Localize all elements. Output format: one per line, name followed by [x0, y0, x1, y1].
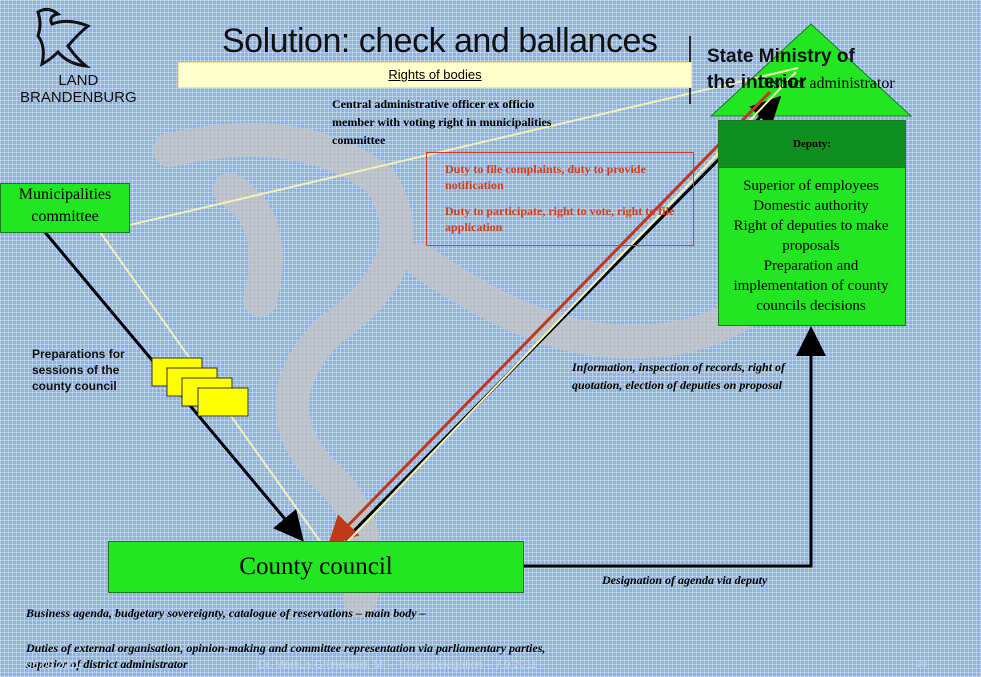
arrow-council-to-administrator: [343, 95, 782, 542]
page-number: 10: [916, 659, 928, 670]
arrow-designation: [522, 326, 826, 568]
bottom-note-2: Duties of external organisation, opinion…: [26, 641, 546, 671]
duty-item: Superior of employees: [743, 178, 879, 194]
logo-wordmark: LAND BRANDENBURG: [20, 72, 137, 106]
duty-item: Preparation and implementation of county…: [733, 258, 889, 314]
background-watermark: [153, 123, 777, 617]
county-council-box: County council: [108, 541, 524, 593]
logo-line-land: LAND: [58, 72, 99, 89]
central-officer-text: Central administrative officer ex offici…: [332, 97, 552, 147]
rights-of-bodies-bar: Rights of bodies: [178, 62, 692, 88]
municipalities-committee-box: Municipalities committee: [0, 183, 130, 233]
eagle-icon: [36, 7, 91, 69]
information-label: Information, inspection of records, righ…: [572, 360, 786, 392]
footer-date: 08.09.2011: [26, 659, 81, 671]
bottom-note-1: Business agenda, budgetary sovereignty, …: [26, 606, 426, 620]
footer-text: Dr. Markus Grünewald, MI – Taiwandelegat…: [258, 659, 544, 671]
designation-label: Designation of agenda via deputy: [602, 573, 768, 587]
page-title: Solution: check and ballances: [222, 22, 658, 60]
district-administrator-label: District administrator: [757, 75, 895, 92]
deputy-header: Deputy:: [718, 120, 906, 168]
house-roof: [709, 23, 913, 117]
red-duty-box: Duty to file complaints, duty to provide…: [426, 152, 694, 246]
red-duty-line-2: Duty to participate, right to vote, righ…: [445, 204, 675, 234]
rights-of-bodies-label: Rights of bodies: [388, 67, 482, 82]
red-duty-line-1: Duty to file complaints, duty to provide…: [445, 162, 646, 192]
duty-item: Right of deputies to make proposals: [733, 218, 889, 254]
logo-line-brandenburg: BRANDENBURG: [20, 89, 137, 106]
preparations-label: Preparations for sessions of the county …: [32, 347, 125, 393]
document-card: [197, 387, 249, 417]
state-ministry-label: State Ministry of the interior: [707, 46, 855, 93]
arrow-administrator-to-council: [327, 90, 772, 547]
deputy-duties-list: Superior of employees Domestic authority…: [718, 176, 904, 316]
duty-item: Domestic authority: [753, 198, 869, 214]
